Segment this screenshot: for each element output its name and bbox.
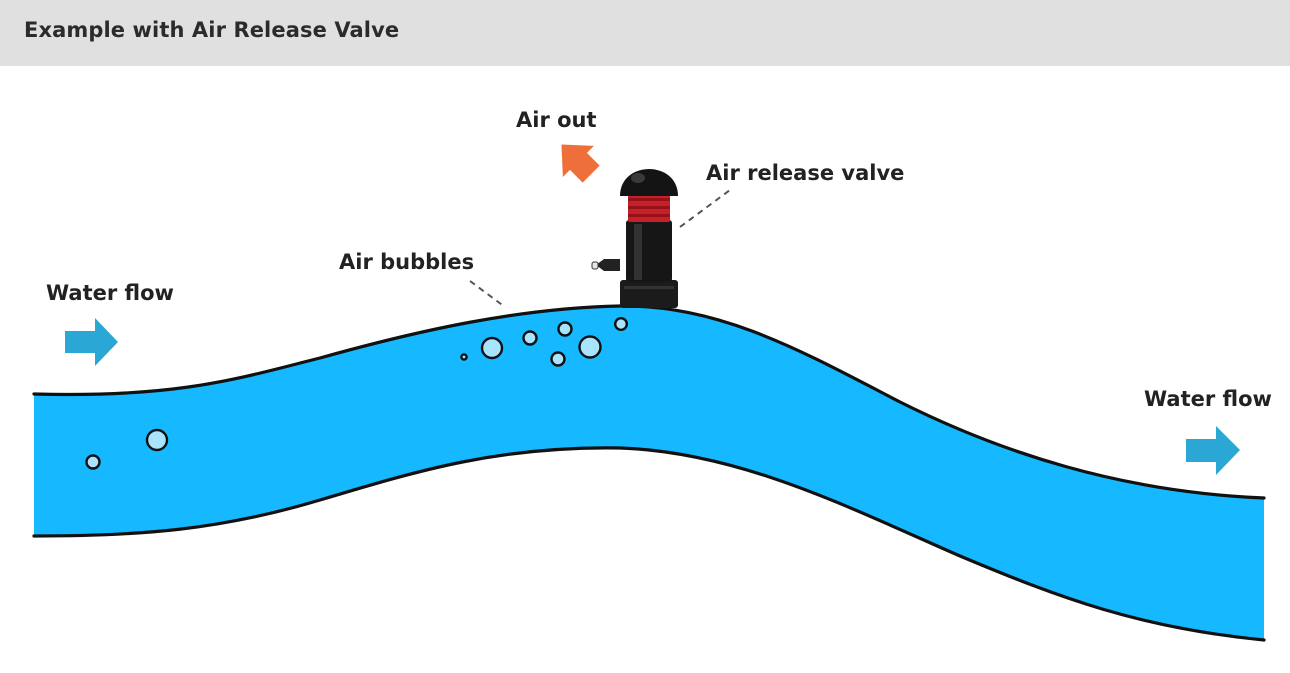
bubble-icon bbox=[578, 335, 602, 359]
water-flow-arrow-right-icon bbox=[1186, 426, 1240, 475]
air-out-label: Air out bbox=[516, 108, 597, 132]
header-bar: Example with Air Release Valve bbox=[0, 0, 1290, 66]
air-bubbles-cluster bbox=[460, 317, 629, 367]
bubble-icon bbox=[522, 330, 538, 346]
bubble-icon bbox=[85, 454, 101, 470]
bubble-icon bbox=[557, 321, 573, 337]
page-title: Example with Air Release Valve bbox=[24, 18, 400, 42]
air-release-valve-label: Air release valve bbox=[706, 161, 904, 185]
air-bubbles-label: Air bubbles bbox=[339, 250, 474, 274]
pipe-bottom-outline bbox=[32, 446, 1266, 642]
bubble-icon bbox=[145, 428, 169, 452]
bubble-icon bbox=[550, 351, 566, 367]
valve-leader-line bbox=[679, 189, 731, 228]
bubble-icon bbox=[480, 336, 504, 360]
water-flow-right-label: Water flow bbox=[1144, 387, 1272, 411]
air-release-valve-icon bbox=[591, 169, 678, 308]
water-pipe bbox=[34, 305, 1264, 640]
bubble-icon bbox=[614, 317, 629, 332]
water-flow-arrow-left-icon bbox=[65, 318, 118, 366]
pipe-bubbles-left bbox=[85, 428, 169, 470]
air-out-arrow-icon bbox=[561, 144, 600, 183]
bubbles-leader-line bbox=[469, 280, 506, 308]
bubble-icon bbox=[460, 353, 468, 361]
water-flow-left-label: Water flow bbox=[46, 281, 174, 305]
